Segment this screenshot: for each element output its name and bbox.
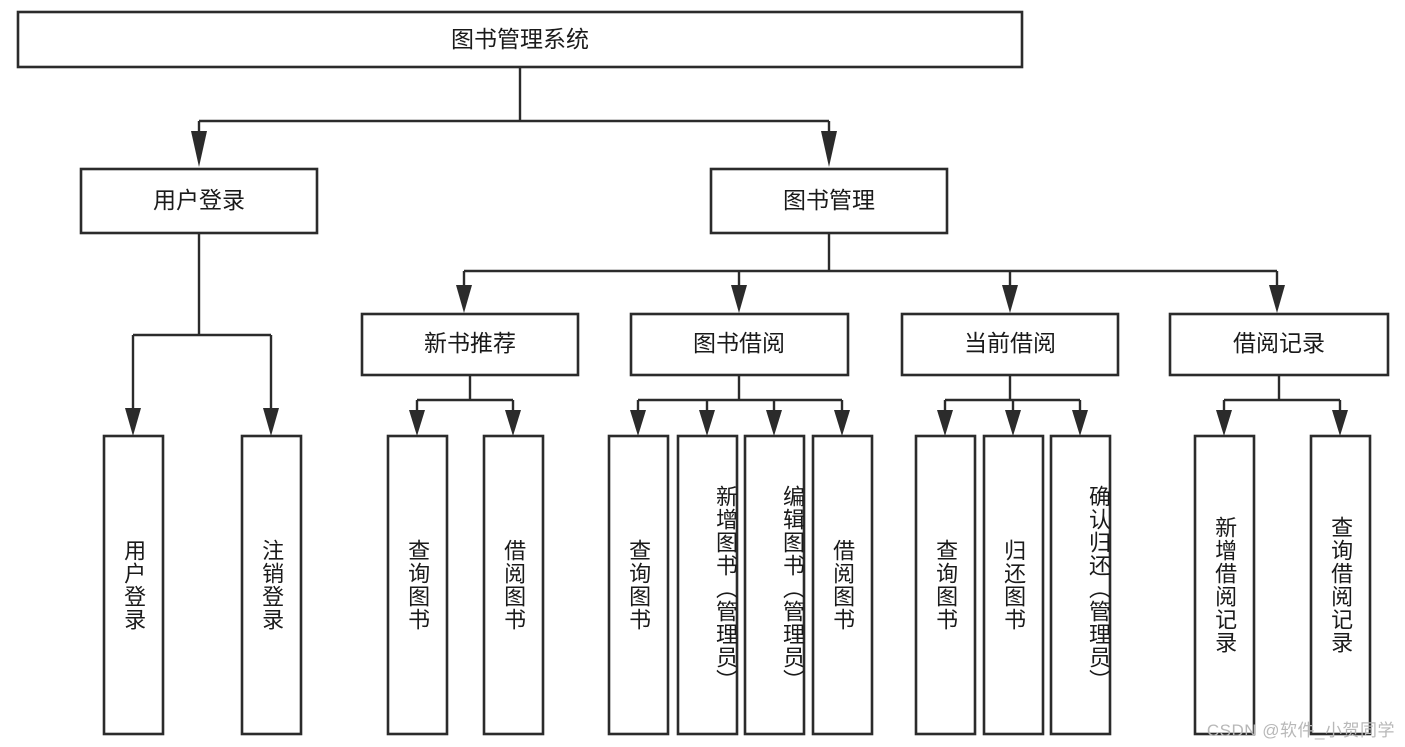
arrow-currentborrow-leaf-3 [1072, 410, 1088, 436]
node-book-borrow-box[interactable] [629, 312, 850, 377]
leaf-book-borrow-3-box[interactable] [743, 434, 806, 736]
node-book-manage-box[interactable] [709, 167, 949, 235]
arrow-borrowrecord-leaf-1 [1216, 410, 1232, 436]
node-borrow-record-label: 借阅记录 [1233, 330, 1325, 356]
node-current-borrow-box[interactable] [900, 312, 1120, 377]
arrow-root-to-book-manage [821, 131, 837, 167]
arrow-root-to-user-login [191, 131, 207, 167]
arrow-bookmanage-to-book-borrow [731, 285, 747, 313]
arrow-currentborrow-leaf-2 [1005, 410, 1021, 436]
arrow-userlogin-leaf-2 [263, 408, 279, 436]
leaf-current-borrow-1-box[interactable] [914, 434, 977, 736]
node-root-label: 图书管理系统 [451, 26, 589, 52]
leaf-new-book-2-box[interactable] [482, 434, 545, 736]
leaf-borrow-record-2-box[interactable] [1309, 434, 1372, 736]
leaf-current-borrow-3-box[interactable] [1049, 434, 1112, 736]
node-borrow-record-box[interactable] [1168, 312, 1390, 377]
node-new-book-recommend-box[interactable] [360, 312, 580, 377]
node-book-manage-label: 图书管理 [783, 187, 875, 213]
arrow-userlogin-leaf-1 [125, 408, 141, 436]
leaf-book-borrow-4-box[interactable] [811, 434, 874, 736]
arrow-newbook-leaf-1 [409, 410, 425, 436]
node-book-borrow-label: 图书借阅 [693, 330, 785, 356]
arrow-borrowrecord-leaf-2 [1332, 410, 1348, 436]
leaf-book-borrow-2-box[interactable] [676, 434, 739, 736]
arrow-currentborrow-leaf-1 [937, 410, 953, 436]
leaf-current-borrow-2-box[interactable] [982, 434, 1045, 736]
arrow-newbook-leaf-2 [505, 410, 521, 436]
leaf-user-login-1-box[interactable] [102, 434, 165, 736]
arrow-bookborrow-leaf-1 [630, 410, 646, 436]
node-current-borrow-label: 当前借阅 [964, 330, 1056, 356]
arrow-bookborrow-leaf-4 [834, 410, 850, 436]
node-new-book-recommend-label: 新书推荐 [424, 330, 516, 356]
leaf-new-book-1-box[interactable] [386, 434, 449, 736]
arrow-bookmanage-to-new-book [456, 285, 472, 313]
csdn-watermark: CSDN @软件_小贺同学 [1206, 721, 1395, 740]
arrow-bookmanage-to-borrow-record [1269, 285, 1285, 313]
arrow-bookborrow-leaf-2 [699, 410, 715, 436]
arrow-bookborrow-leaf-3 [766, 410, 782, 436]
node-user-login-label: 用户登录 [153, 187, 245, 213]
leaf-borrow-record-1-box[interactable] [1193, 434, 1256, 736]
leaf-user-login-2-box[interactable] [240, 434, 303, 736]
node-root-box[interactable] [16, 10, 1024, 69]
arrow-bookmanage-to-current-borrow [1002, 285, 1018, 313]
leaf-book-borrow-1-box[interactable] [607, 434, 670, 736]
